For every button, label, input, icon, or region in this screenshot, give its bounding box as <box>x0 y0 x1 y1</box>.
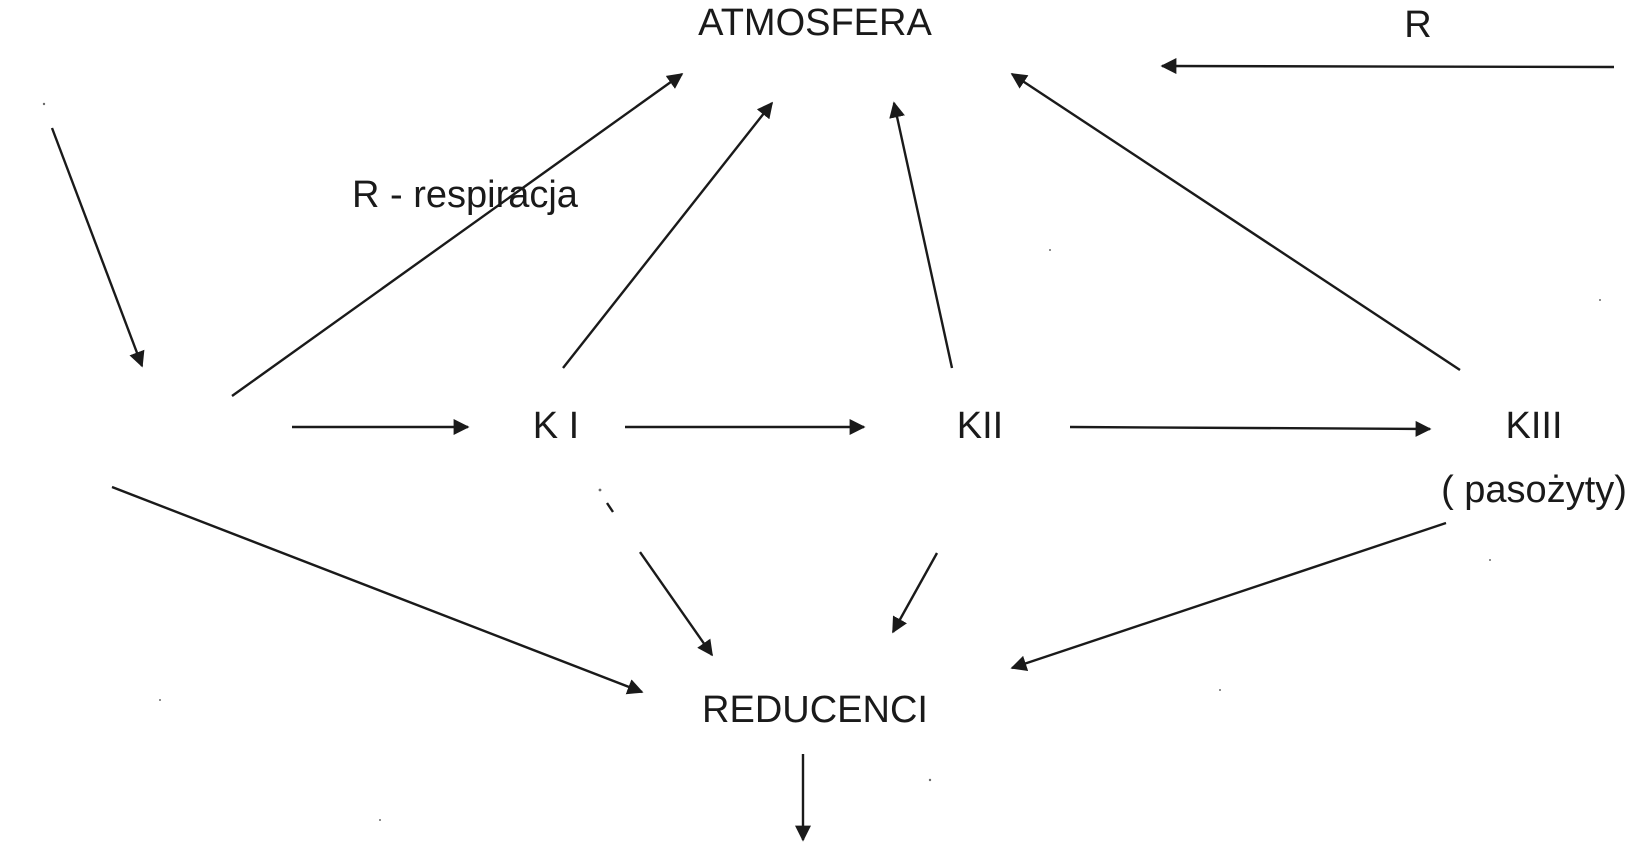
arrow-k1-to-atmosfera <box>562 101 773 369</box>
arrow-k3-to-atmosfera <box>1010 72 1461 372</box>
node-atmosfera: ATMOSFERA <box>698 2 932 44</box>
stray-mark <box>606 502 614 513</box>
arrow-producers-to-reducenci <box>111 485 644 695</box>
arrow-k2-to-reducenci <box>891 552 939 634</box>
node-reducenci: REDUCENCI <box>702 689 928 731</box>
scan-noise <box>42 102 1601 821</box>
node-k3-note: ( pasożyty) <box>1441 469 1627 511</box>
node-k3: KIII <box>1505 405 1562 447</box>
arrow-k2-to-k3 <box>1069 420 1432 437</box>
node-r: R <box>1404 4 1431 46</box>
edges <box>50 58 1615 842</box>
arrow-k3-to-reducenci <box>1010 521 1447 672</box>
legend-respiration: R - respiracja <box>352 174 579 216</box>
arrow-r-to-atmosfera <box>1160 58 1615 75</box>
arrow-input-to-producers <box>50 127 145 368</box>
arrow-k2-to-atmosfera <box>889 101 954 369</box>
node-k2: KII <box>957 405 1003 447</box>
node-k1: K I <box>533 405 579 447</box>
arrow-k1-to-reducenci <box>639 551 713 657</box>
arrow-producers-to-atmosfera <box>231 73 684 397</box>
